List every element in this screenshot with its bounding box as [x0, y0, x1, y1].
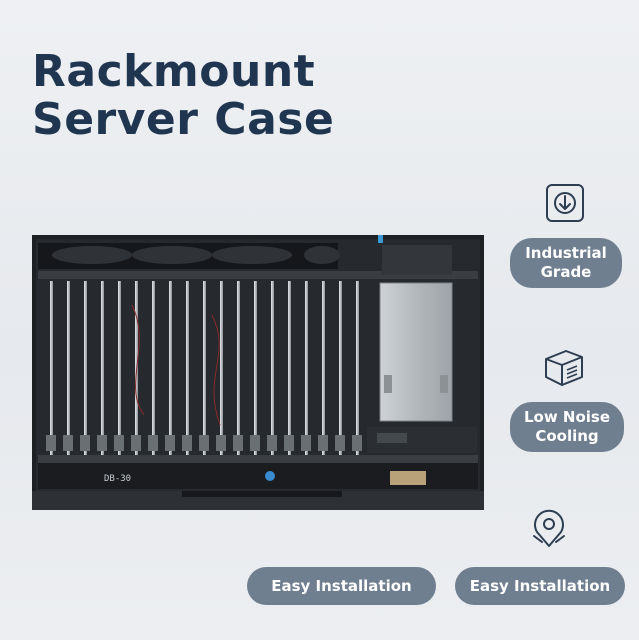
bottom-badge-label: Easy Installation — [271, 576, 412, 595]
server-case-drawing — [32, 235, 484, 510]
map-pin-check-icon — [528, 508, 570, 550]
feature-badge-line-2: Grade — [540, 263, 592, 281]
page-title: Rackmount Server Case — [32, 48, 334, 144]
title-line-1: Rackmount — [32, 46, 316, 97]
feature-badge-industrial-grade: Industrial Grade — [510, 238, 622, 288]
feature-badge-low-noise-cooling: Low Noise Cooling — [510, 402, 624, 452]
feature-badge-line-1: Industrial — [525, 244, 607, 262]
feature-badge-line-1: Easy Installation — [469, 576, 611, 595]
bottom-badge-easy-installation: Easy Installation — [247, 567, 436, 605]
feature-badge-line-2: Cooling — [535, 427, 599, 445]
cube-box-icon — [540, 343, 588, 391]
down-arrow-circle-icon — [545, 183, 585, 223]
title-line-2: Server Case — [32, 94, 335, 145]
feature-badge-line-1: Low Noise — [523, 408, 611, 426]
server-case-image: DB-30 — [32, 235, 484, 510]
device-label: DB-30 — [104, 474, 132, 484]
feature-badge-easy-installation: Easy Installation — [455, 567, 625, 605]
